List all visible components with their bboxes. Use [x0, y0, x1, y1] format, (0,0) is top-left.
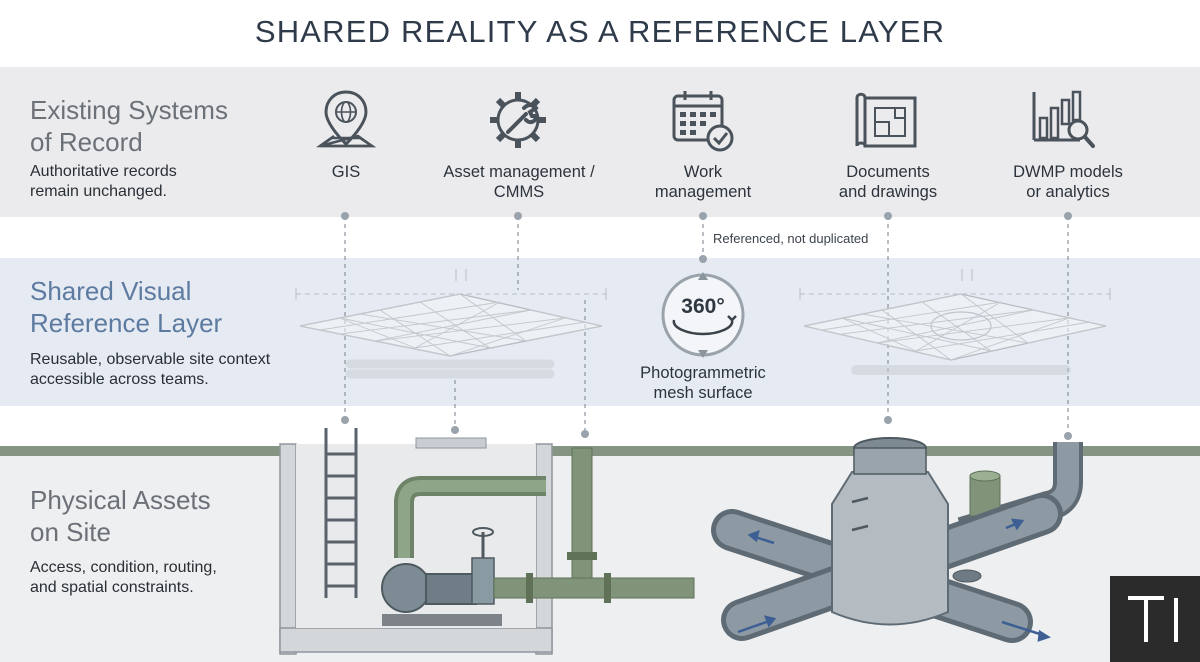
reference-heading: Shared Visual Reference Layer — [30, 275, 222, 339]
system-label-gis: GIS — [246, 162, 446, 182]
physical-description: Access, condition, routing, and spatial … — [30, 558, 217, 598]
system-label-documents-line2: and drawings — [838, 183, 938, 201]
reference-heading-line2: Reference Layer — [30, 308, 223, 338]
reference-description: Reusable, observable site context access… — [30, 350, 270, 390]
mesh-label-line2: mesh surface — [653, 384, 753, 402]
physical-desc-line1: Access, condition, routing, — [30, 559, 217, 576]
system-label-work-line2: management — [654, 183, 752, 201]
physical-heading-line2: on Site — [30, 517, 111, 547]
calendar-check-icon — [672, 91, 734, 152]
360-view-icon — [661, 272, 745, 358]
system-label-asset-line2: CMMS — [493, 183, 545, 201]
360-badge-text: 360° — [681, 295, 725, 318]
systems-heading-line1: Existing Systems — [30, 95, 228, 125]
system-label-documents: Documents and drawings — [788, 162, 988, 202]
map-pin-globe-icon — [315, 90, 377, 148]
system-label-documents-line1: Documents — [846, 163, 930, 181]
mesh-label-line1: Photogrammetric — [640, 364, 766, 382]
physical-heading: Physical Assets on Site — [30, 484, 211, 548]
mesh-surface-right — [799, 269, 1111, 375]
system-label-work-management: Work management — [603, 162, 803, 202]
physical-heading-line1: Physical Assets — [30, 485, 211, 515]
system-label-work-line1: Work — [683, 163, 723, 181]
systems-band — [0, 67, 1200, 217]
systems-heading: Existing Systems of Record — [30, 94, 228, 158]
system-label-asset-management: Asset management / CMMS — [419, 162, 619, 202]
system-label-dwmp-line1: DWMP models — [1013, 163, 1123, 181]
blueprint-icon — [855, 92, 917, 148]
reference-desc-line1: Reusable, observable site context — [30, 351, 271, 368]
physical-desc-line2: and spatial constraints. — [30, 579, 194, 596]
gear-wrench-icon — [490, 92, 546, 148]
systems-desc-line1: Authoritative records — [30, 163, 177, 180]
mesh-surface-left — [295, 269, 607, 379]
system-label-dwmp-line2: or analytics — [1026, 183, 1110, 201]
systems-description: Authoritative records remain unchanged. — [30, 162, 177, 202]
system-label-gis-line1: GIS — [331, 163, 361, 181]
page-title: SHARED REALITY AS A REFERENCE LAYER — [254, 14, 946, 49]
system-label-dwmp: DWMP models or analytics — [968, 162, 1168, 202]
manhole-junction-illustration — [711, 437, 1083, 643]
systems-desc-line2: remain unchanged. — [30, 183, 167, 200]
logo-mark — [1128, 596, 1178, 642]
reference-desc-line2: accessible across teams. — [30, 371, 209, 388]
ground-line — [0, 446, 1200, 456]
chart-magnifier-icon — [1032, 90, 1095, 148]
logo — [1110, 576, 1200, 662]
mesh-label: Photogrammetric mesh surface — [603, 363, 803, 403]
system-label-asset-line1: Asset management / — [443, 163, 595, 181]
systems-heading-line2: of Record — [30, 127, 143, 157]
reference-heading-line1: Shared Visual — [30, 276, 192, 306]
pump-chamber-illustration — [279, 428, 695, 655]
connector-note: Referenced, not duplicated — [713, 231, 869, 246]
